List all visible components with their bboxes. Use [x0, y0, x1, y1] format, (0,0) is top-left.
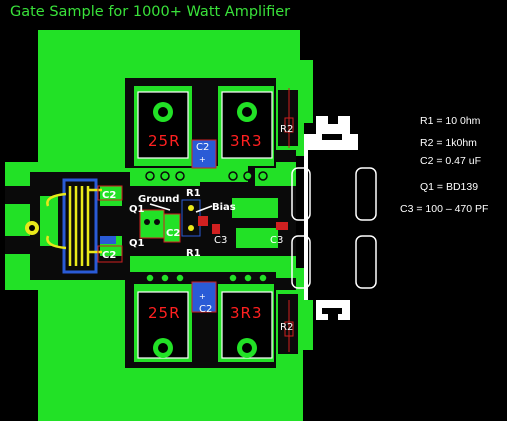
- capacitor-c2-left-bottom: C2: [97, 236, 123, 263]
- label-r2-top: R2: [280, 124, 293, 135]
- label-c3-right: C3: [270, 235, 283, 246]
- svg-text:+: +: [199, 155, 206, 164]
- power-resistor-top-left: 25R: [137, 91, 189, 159]
- resistor-r2-top: R2: [280, 88, 294, 148]
- svg-text:+: +: [199, 292, 206, 301]
- power-resistor-top-right: 3R3: [221, 91, 273, 159]
- label-q1-bottom: Q1: [129, 238, 145, 249]
- label-r2-bottom: R2: [280, 322, 293, 333]
- resistor-label-25r-top: 25R: [148, 132, 181, 150]
- label-r1-top: R1: [186, 188, 201, 199]
- spec-r1: R1 = 10 0hm: [420, 115, 481, 127]
- power-resistor-bottom-left: 25R: [137, 291, 189, 359]
- label-c2-left-bottom: C2: [102, 250, 116, 261]
- output-mosfet-module: [291, 116, 377, 320]
- label-c2-center: C2: [166, 228, 180, 239]
- power-resistor-bottom-right: 3R3: [221, 291, 273, 359]
- spec-list: R1 = 10 0hm R2 = 1k0hm C2 = 0.47 uF Q1 =…: [400, 115, 488, 215]
- spec-c2: C2 = 0.47 uF: [420, 155, 481, 167]
- capacitor-c2-top: + C2: [191, 139, 217, 169]
- label-c2-bottom: C2: [199, 304, 212, 315]
- spec-r2: R2 = 1k0hm: [420, 137, 477, 149]
- input-connector: [25, 178, 102, 274]
- label-bias: Bias: [212, 202, 236, 213]
- label-c2-top: C2: [196, 142, 209, 153]
- resistor-label-3r3-top: 3R3: [230, 132, 263, 150]
- label-c2-left-top: C2: [102, 190, 116, 201]
- spec-c3: C3 = 100 – 470 PF: [400, 203, 488, 215]
- diagram-title: Gate Sample for 1000+ Watt Amplifier: [10, 4, 290, 20]
- resistor-r2-bottom: R2: [280, 300, 294, 352]
- bias-circuit: Ground Bias Q1 Q1 C2 R1 R1 C3 C3: [129, 188, 288, 259]
- resistor-label-3r3-bottom: 3R3: [230, 304, 263, 322]
- label-c3-left: C3: [214, 235, 227, 246]
- label-q1-top: Q1: [129, 204, 145, 215]
- label-ground: Ground: [138, 194, 179, 205]
- resistor-label-25r-bottom: 25R: [148, 304, 181, 322]
- capacitor-c2-bottom: + C2: [191, 281, 217, 315]
- resistor-pins: [145, 171, 268, 283]
- capacitor-c2-left-top: C2: [97, 185, 123, 201]
- spec-q1: Q1 = BD139: [420, 181, 478, 193]
- label-r1-bottom: R1: [186, 248, 201, 259]
